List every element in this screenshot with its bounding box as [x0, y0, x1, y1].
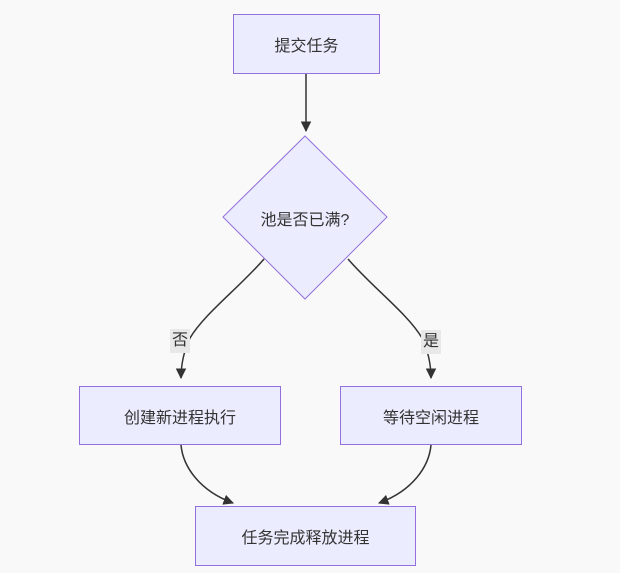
edge-wait-to-release — [378, 444, 432, 505]
node-wait-idle-process: 等待空闲进程 — [340, 386, 522, 445]
node-task-complete-release-label: 任务完成释放进程 — [241, 530, 370, 547]
edge-create-to-release — [180, 444, 234, 505]
node-submit-task-label: 提交任务 — [274, 38, 339, 55]
node-pool-full-decision-label: 池是否已满? — [260, 212, 350, 229]
edge-label-yes: 是 — [420, 330, 442, 354]
decision-diamond-shape — [222, 135, 388, 300]
node-task-complete-release: 任务完成释放进程 — [195, 506, 416, 566]
node-create-new-process-label: 创建新进程执行 — [123, 409, 236, 427]
node-submit-task: 提交任务 — [233, 14, 380, 74]
edge-decision-to-wait — [347, 258, 437, 380]
edge-decision-to-create — [175, 258, 265, 380]
edge-label-no: 否 — [169, 329, 191, 353]
node-create-new-process: 创建新进程执行 — [79, 386, 281, 445]
node-wait-idle-process-label: 等待空闲进程 — [382, 409, 479, 427]
